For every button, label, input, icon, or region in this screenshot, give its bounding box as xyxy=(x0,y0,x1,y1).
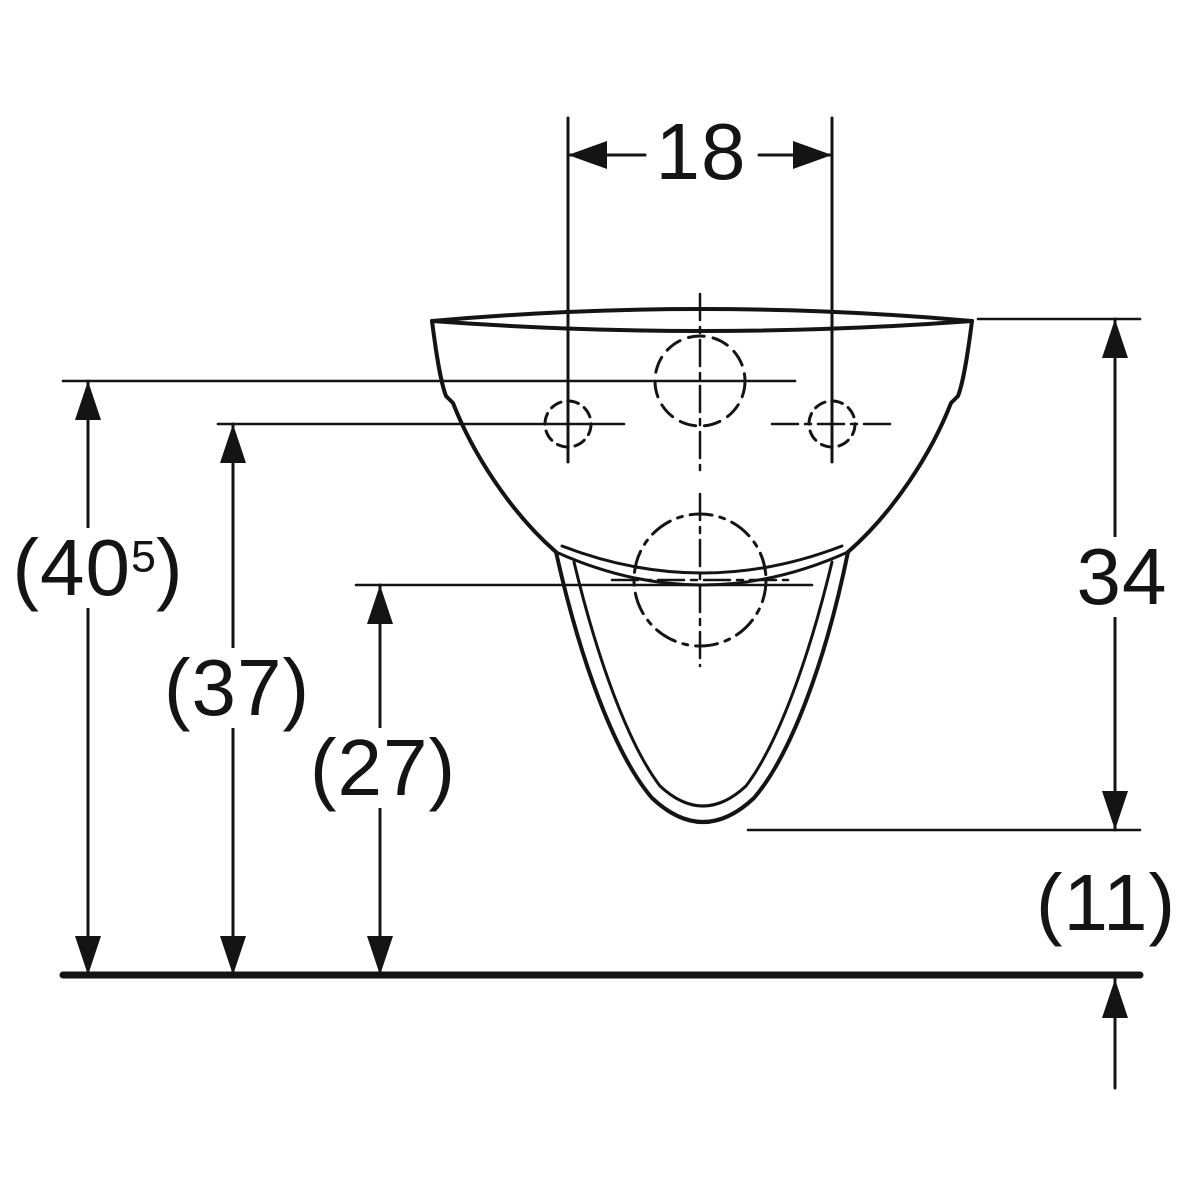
outlet-hole xyxy=(610,492,790,668)
arrowhead-down xyxy=(1102,791,1128,830)
arrowhead-up xyxy=(1102,979,1128,1018)
dimension-label-18: 18 xyxy=(649,112,753,192)
toilet-outline-right xyxy=(846,319,974,554)
dimension-11 xyxy=(1102,977,1128,1090)
dimension-label-34: 34 xyxy=(1070,537,1174,617)
toilet-funnel-outer xyxy=(554,550,850,824)
arrowhead-up xyxy=(367,585,393,624)
dimension-label-40-5-superscript: 5 xyxy=(131,531,156,582)
toilet-outline-left xyxy=(430,319,558,554)
dimension-40-5 xyxy=(61,379,797,977)
arrowhead-up xyxy=(1102,319,1128,358)
arrowhead-down xyxy=(367,936,393,975)
arrowhead-right xyxy=(793,141,832,169)
dimension-label-40-5-prefix: (40 xyxy=(12,523,132,612)
toilet-front-view xyxy=(430,307,974,824)
arrowhead-up xyxy=(75,381,101,420)
dimension-label-37: (37) xyxy=(157,648,317,728)
toilet-top-rim-upper xyxy=(430,307,974,323)
arrowhead-left xyxy=(568,141,607,169)
toilet-funnel-inner xyxy=(572,560,834,808)
toilet-bowl-rim-arc-upper xyxy=(560,544,844,575)
dimension-label-40-5: (405) xyxy=(6,528,190,608)
arrowhead-down xyxy=(220,936,246,975)
dimension-label-27: (27) xyxy=(303,728,463,808)
arrowhead-down xyxy=(75,936,101,975)
dimension-label-40-5-suffix: ) xyxy=(155,523,184,612)
dimension-label-11: (11) xyxy=(1029,863,1183,943)
arrowhead-up xyxy=(220,424,246,463)
toilet-top-rim-lower xyxy=(430,319,974,333)
dimension-18 xyxy=(566,116,834,464)
toilet-bowl-rim-arc-lower xyxy=(554,550,850,587)
